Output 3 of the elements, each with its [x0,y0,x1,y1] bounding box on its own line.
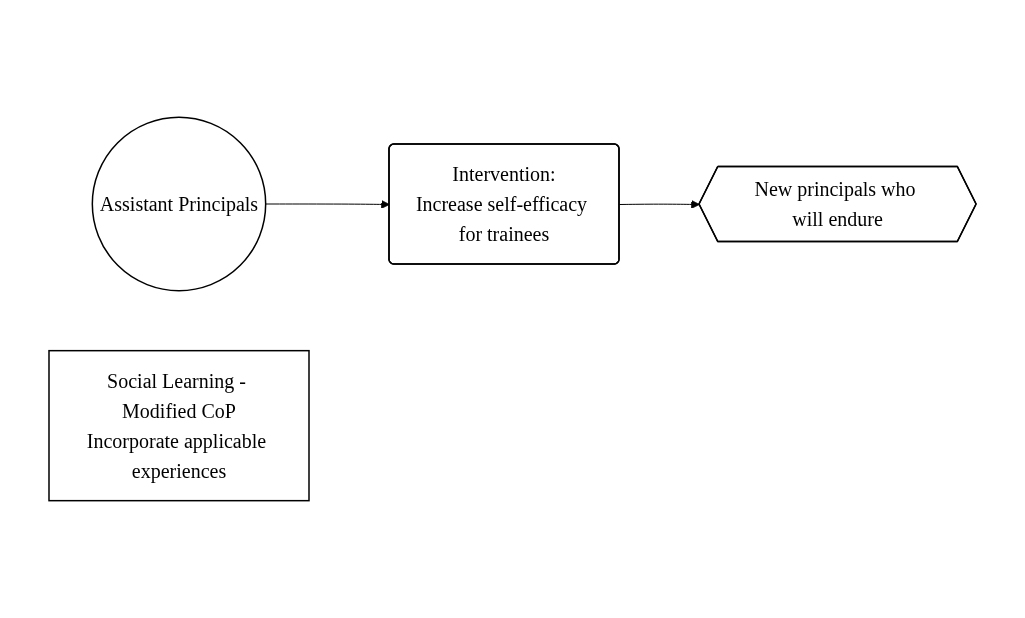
node-box: Social Learning - Modified CoP Incorporate applicable experiences [48,349,310,502]
arrow [618,200,700,209]
node-circle: Assistant Principals [91,116,267,292]
